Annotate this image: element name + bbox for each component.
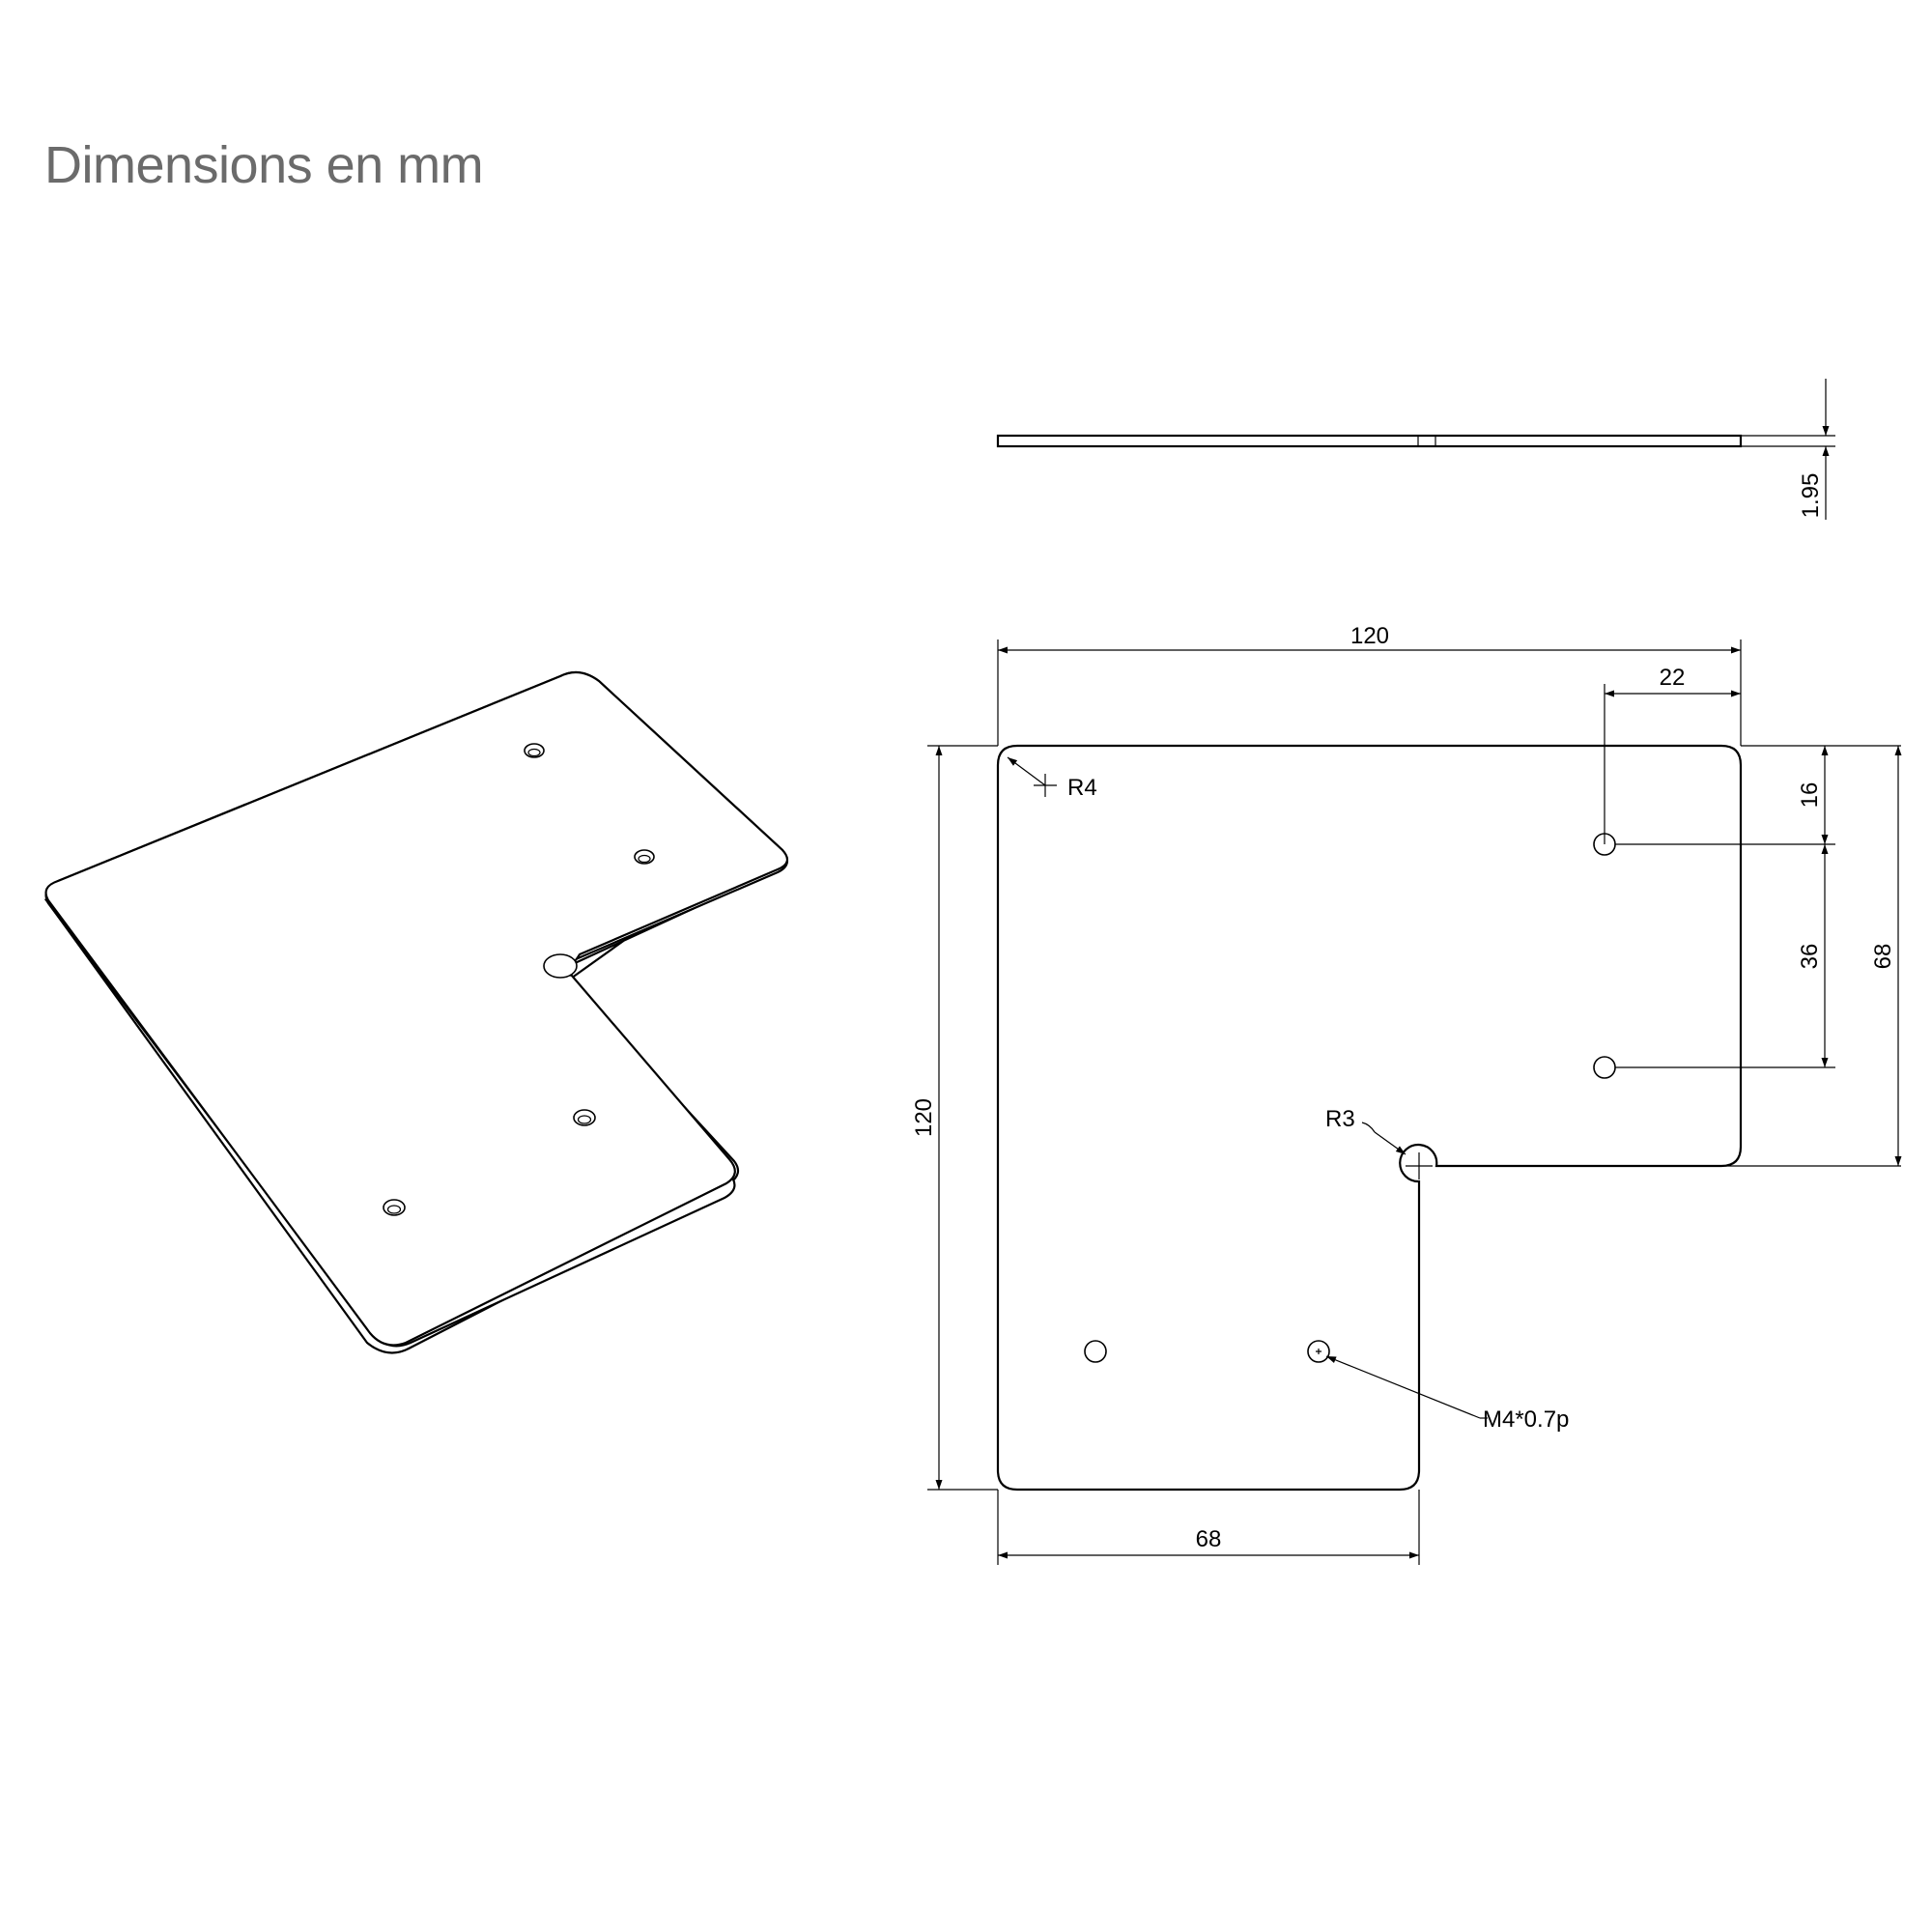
dim-overall-height: 120 [911,1098,937,1137]
dim-leg-width: 68 [1196,1526,1222,1552]
label-corner-radius: R4 [1067,775,1097,801]
side-plate [996,434,1743,448]
iso-hole-2 [634,849,655,865]
page-title: Dimensions en mm [44,136,484,194]
label-thread: M4*0.7p [1483,1406,1569,1433]
top-hole-3 [1084,1340,1107,1363]
dim-hole-offset-right: 22 [1660,665,1686,691]
top-plate-outline [996,744,1743,1492]
isometric-view [43,670,789,1354]
iso-plate-face [44,670,789,1347]
dim-hole-offset-top: 16 [1797,782,1823,809]
side-view: 1.95 [996,379,1835,520]
dim-tab-height: 68 [1870,944,1896,970]
iso-hole-1 [524,743,545,758]
iso-notch-cutout [543,953,578,979]
top-hole-2 [1593,1056,1616,1079]
iso-hole-3 [573,1109,596,1126]
dim-thickness: 1.95 [1798,473,1824,519]
dim-hole-spacing: 36 [1797,944,1823,970]
top-view: R4 R3 M4*0.7p 120 22 120 [911,623,1902,1565]
iso-hole-4 [383,1199,406,1216]
label-notch-radius: R3 [1325,1106,1355,1132]
dim-overall-width: 120 [1350,623,1389,649]
